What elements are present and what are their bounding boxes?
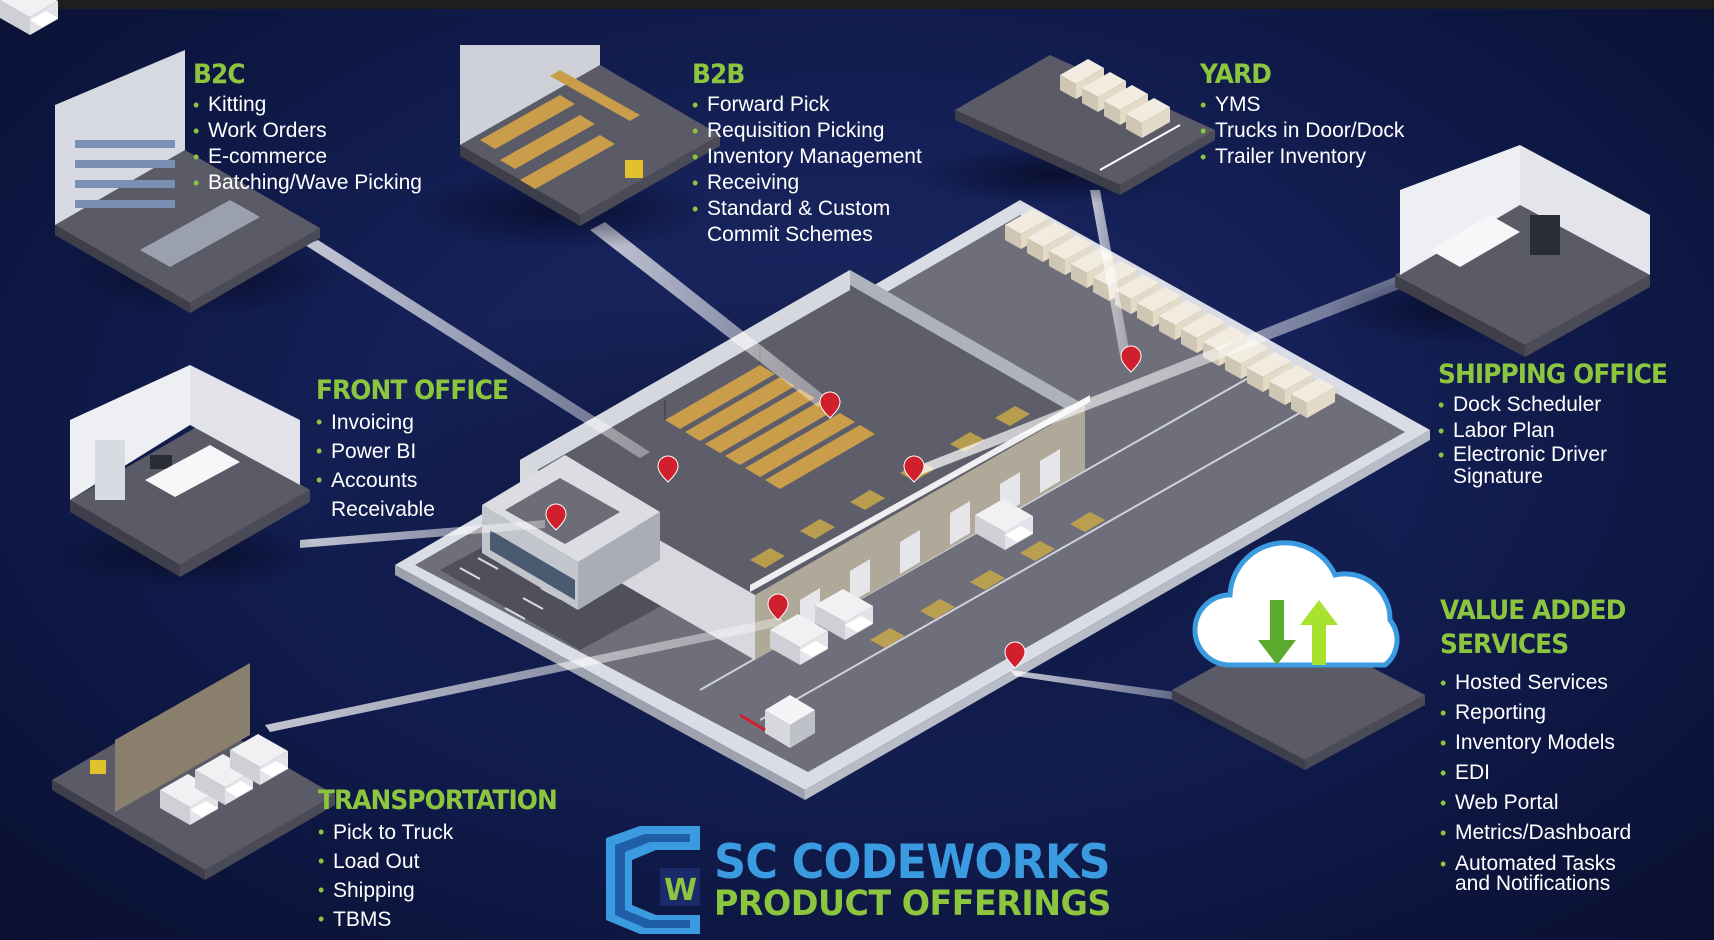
yard-list: YMS Trucks in Door/Dock Trailer Inventor… (1200, 92, 1404, 170)
list-item: Labor Plan (1438, 418, 1687, 444)
list-item: Trailer Inventory (1200, 144, 1404, 170)
list-item-text: Electronic Driver (1453, 443, 1608, 466)
front-office-section: FRONT OFFICE Invoicing Power BI Accounts… (316, 376, 525, 524)
list-item: Receiving (692, 170, 922, 196)
list-item: Requisition Picking (692, 118, 922, 144)
b2b-list: Forward Pick Requisition Picking Invento… (692, 92, 922, 248)
list-item-text: Automated Tasks (1455, 852, 1616, 875)
b2b-room-illustration (410, 45, 720, 250)
list-item: Inventory Models (1440, 728, 1642, 758)
value-added-heading-line2: SERVICES (1440, 629, 1569, 660)
b2b-section: B2B Forward Pick Requisition Picking Inv… (692, 60, 922, 248)
list-item: Pick to Truck (318, 818, 578, 847)
list-item: YMS (1200, 92, 1404, 118)
shipping-office-heading: SHIPPING OFFICE (1438, 359, 1668, 390)
list-item: TBMS (318, 905, 578, 934)
list-item-text: Accounts (331, 469, 418, 492)
cloud-icon (1192, 540, 1400, 668)
yard-heading: YARD (1200, 59, 1272, 90)
list-item: Forward Pick (692, 92, 922, 118)
list-item: Invoicing (316, 408, 525, 437)
list-item: Hosted Services (1440, 668, 1642, 698)
yard-tile-illustration (920, 55, 1215, 205)
transportation-dock-illustration (40, 663, 335, 880)
list-item: EDI (1440, 758, 1642, 788)
location-pins (545, 345, 1142, 669)
list-item: Shipping (318, 876, 578, 905)
transportation-section: TRANSPORTATION Pick to Truck Load Out Sh… (318, 785, 578, 935)
list-item: Metrics/Dashboard (1440, 818, 1642, 848)
list-item-text: Standard & Custom (707, 197, 891, 220)
logo-mark-letter: W (664, 873, 697, 908)
list-item-continuation: Receivable (331, 498, 435, 521)
b2b-heading: B2B (692, 59, 745, 90)
brand-title: SC CODEWORKS (714, 835, 1111, 890)
front-office-room-illustration (45, 365, 325, 590)
list-item: Load Out (318, 847, 578, 876)
transportation-list: Pick to Truck Load Out Shipping TBMS (318, 818, 578, 934)
list-item: Dock Scheduler (1438, 392, 1687, 418)
list-item: Power BI (316, 437, 525, 466)
value-added-heading-line1: VALUE ADDED (1440, 595, 1626, 626)
b2c-room-illustration (55, 50, 340, 315)
sc-codeworks-logo-mark: W (606, 826, 700, 934)
b2c-section: B2C Kitting Work Orders E-commerce Batch… (193, 59, 422, 197)
value-added-cloud-illustration (1155, 540, 1435, 770)
b2c-heading: B2C (193, 59, 246, 90)
list-item: Reporting (1440, 698, 1642, 728)
list-item: Trucks in Door/Dock (1200, 118, 1404, 144)
transportation-heading: TRANSPORTATION (318, 785, 558, 816)
list-item: Batching/Wave Picking (193, 170, 422, 196)
list-item-continuation: and Notifications (1455, 872, 1611, 895)
list-item: Kitting (193, 92, 422, 118)
guard-house (739, 695, 815, 748)
shipping-office-list: Dock Scheduler Labor Plan Electronic Dri… (1438, 392, 1687, 488)
window-top-bar (0, 0, 1714, 9)
dock-trucks (0, 0, 1033, 665)
list-item: Inventory Management (692, 144, 922, 170)
yard-section: YARD YMS Trucks in Door/Dock Trailer Inv… (1200, 59, 1404, 171)
shipping-office-section: SHIPPING OFFICE Dock Scheduler Labor Pla… (1438, 360, 1687, 488)
b2c-list: Kitting Work Orders E-commerce Batching/… (193, 92, 422, 196)
list-item-continuation: Commit Schemes (707, 223, 873, 246)
list-item: E-commerce (193, 144, 422, 170)
list-item: Work Orders (193, 118, 422, 144)
list-item-continuation: Signature (1453, 465, 1543, 488)
list-item: Web Portal (1440, 788, 1642, 818)
sync-arrows-icon (1258, 600, 1338, 665)
shipping-office-room-illustration (1330, 145, 1650, 357)
value-added-section: VALUE ADDED SERVICES Hosted Services Rep… (1440, 595, 1642, 895)
value-added-list: Hosted Services Reporting Inventory Mode… (1440, 668, 1642, 894)
brand-subtitle: PRODUCT OFFERINGS (714, 884, 1111, 924)
connector-beams (265, 190, 1415, 732)
front-office-heading: FRONT OFFICE (316, 375, 509, 406)
